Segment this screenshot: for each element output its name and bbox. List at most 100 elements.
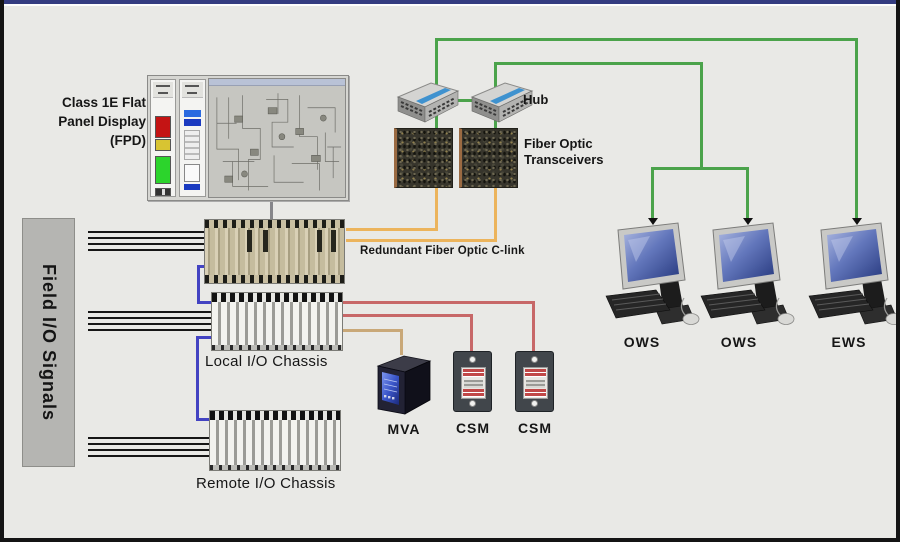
field-io-wire bbox=[88, 311, 212, 313]
mva-device bbox=[376, 355, 432, 415]
chassis-connector-strip bbox=[205, 220, 344, 228]
csm-signal-line bbox=[532, 301, 535, 352]
workstation-ews bbox=[808, 222, 896, 325]
field-io-wire bbox=[88, 323, 212, 325]
csm-sticker bbox=[523, 367, 548, 399]
fpd-panel-header bbox=[153, 82, 173, 98]
fpd-green-indicator bbox=[155, 156, 171, 184]
fpd-readout-box bbox=[184, 164, 200, 182]
green-network-line bbox=[746, 167, 749, 219]
fpd-blue-value-box bbox=[184, 110, 201, 117]
green-hub-link-line bbox=[452, 99, 476, 102]
fpd-blue-bar bbox=[184, 184, 200, 190]
workstation-ows-1 bbox=[605, 222, 700, 325]
fpd-blue-value-box bbox=[184, 119, 201, 126]
csm-signal-line bbox=[470, 314, 473, 352]
fiber-clink-line bbox=[435, 188, 438, 230]
field-io-wire bbox=[88, 237, 205, 239]
csm-device-1 bbox=[453, 351, 492, 412]
csm-signal-line bbox=[343, 301, 535, 304]
chassis-card-handles bbox=[212, 293, 342, 302]
remote-chassis-label: Remote I/O Chassis bbox=[196, 475, 336, 492]
chassis-link-blue bbox=[196, 336, 199, 421]
ows-label-2: OWS bbox=[720, 334, 758, 350]
field-io-wire bbox=[88, 329, 212, 331]
transceivers-label: Fiber Optic Transceivers bbox=[524, 136, 604, 167]
sticker-red-band bbox=[463, 389, 484, 397]
window-title-bar bbox=[4, 0, 896, 6]
fpd-panel-header bbox=[182, 82, 203, 98]
processor-card bbox=[247, 230, 252, 252]
field-io-wire bbox=[88, 455, 210, 457]
chassis-link-blue bbox=[196, 336, 212, 339]
fpd-screenshot bbox=[147, 75, 349, 201]
local-io-chassis bbox=[211, 292, 343, 351]
green-network-line bbox=[855, 38, 858, 219]
chassis-bottom-strip bbox=[212, 345, 342, 350]
hub-device-1 bbox=[396, 82, 460, 123]
fpd-schematic-titlebar bbox=[209, 79, 345, 86]
fpd-schematic-area bbox=[208, 78, 346, 198]
fpd-mini-list bbox=[184, 130, 200, 160]
green-network-line bbox=[651, 167, 749, 170]
fpd-yellow-indicator bbox=[155, 139, 171, 151]
mva-label: MVA bbox=[387, 421, 421, 437]
hub-device-2 bbox=[470, 82, 534, 123]
mva-signal-line bbox=[343, 329, 403, 332]
fiber-transceiver-1 bbox=[394, 128, 453, 188]
field-io-signals-box: Field I/O Signals bbox=[22, 218, 75, 467]
mounting-hole bbox=[468, 400, 476, 407]
fpd-chassis-connector bbox=[270, 201, 273, 220]
hub-label: Hub bbox=[523, 92, 549, 107]
processor-chassis bbox=[204, 219, 345, 284]
chassis-bottom-strip bbox=[210, 465, 340, 470]
green-network-line bbox=[494, 62, 703, 65]
fiber-clink-line bbox=[346, 228, 438, 231]
green-network-line bbox=[435, 38, 858, 41]
chassis-link-blue bbox=[197, 301, 212, 304]
network-arrow bbox=[743, 218, 753, 225]
processor-card bbox=[331, 230, 336, 252]
processor-card bbox=[317, 230, 322, 252]
field-io-wire bbox=[88, 317, 212, 319]
green-network-line bbox=[700, 62, 703, 170]
fpd-piping-drawing bbox=[216, 93, 342, 191]
fpd-second-panel bbox=[179, 79, 206, 197]
csm-label-1: CSM bbox=[455, 420, 491, 436]
csm-signal-line bbox=[343, 314, 473, 317]
fiber-transceiver-2 bbox=[459, 128, 518, 188]
mounting-hole bbox=[530, 400, 538, 407]
clink-label: Redundant Fiber Optic C-link bbox=[360, 245, 525, 257]
sticker-red-band bbox=[525, 369, 546, 377]
ows-label-1: OWS bbox=[623, 334, 661, 350]
green-network-line bbox=[651, 167, 654, 219]
chassis-link-blue bbox=[197, 265, 200, 304]
sticker-text-lines bbox=[464, 380, 483, 388]
mounting-hole bbox=[468, 356, 476, 363]
field-io-wire bbox=[88, 437, 210, 439]
field-io-wire bbox=[88, 231, 205, 233]
remote-io-chassis bbox=[209, 410, 341, 471]
sticker-text-lines bbox=[526, 380, 545, 388]
chassis-link-blue bbox=[197, 265, 205, 268]
field-io-signals-label: Field I/O Signals bbox=[39, 263, 59, 422]
csm-sticker bbox=[461, 367, 486, 399]
field-io-wire bbox=[88, 249, 205, 251]
fpd-red-indicator bbox=[155, 116, 171, 138]
chassis-link-blue bbox=[196, 418, 210, 421]
fpd-label: Class 1E Flat Panel Display (FPD) bbox=[58, 95, 146, 148]
local-chassis-label: Local I/O Chassis bbox=[205, 353, 328, 370]
csm-device-2 bbox=[515, 351, 554, 412]
fiber-clink-line bbox=[494, 188, 497, 241]
ews-label: EWS bbox=[831, 334, 867, 350]
fiber-clink-line bbox=[346, 239, 497, 242]
green-network-line bbox=[435, 38, 438, 130]
fpd-left-panel bbox=[150, 79, 176, 197]
mva-signal-line bbox=[400, 329, 403, 355]
sticker-red-band bbox=[525, 389, 546, 397]
field-io-wire bbox=[88, 243, 205, 245]
csm-label-2: CSM bbox=[517, 420, 553, 436]
field-io-wire bbox=[88, 443, 210, 445]
network-arrow bbox=[852, 218, 862, 225]
